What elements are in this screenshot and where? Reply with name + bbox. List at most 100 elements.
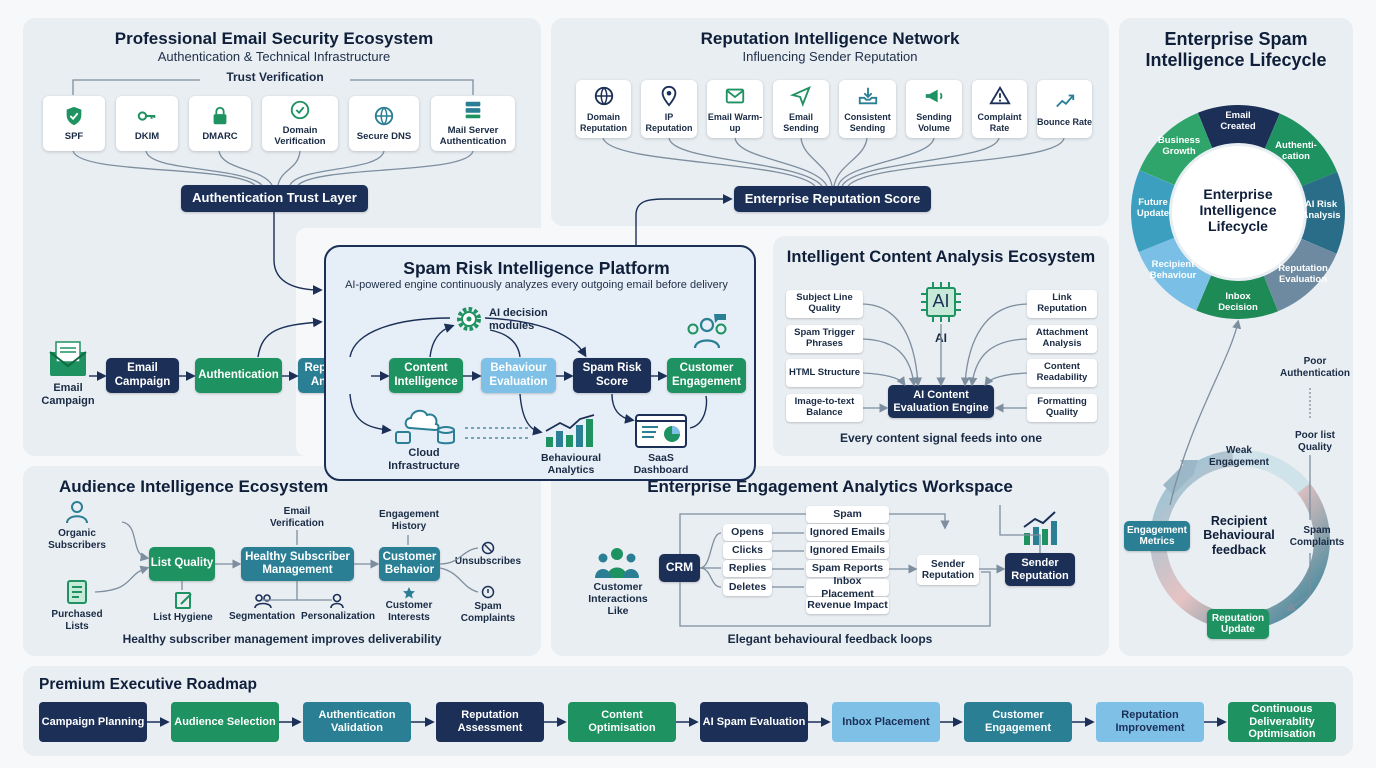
complaint-rate-card[interactable]: Complaint Rate [972, 80, 1027, 138]
email-warmup-card[interactable]: Email Warm-up [707, 80, 763, 138]
ai-content-engine[interactable]: AI Content Evaluation Engine [888, 385, 994, 418]
flow-behaviour-evaluation[interactable]: Behaviour Evaluation [481, 358, 556, 393]
lifecycle-seg-recipient-behaviour: Recipient Behaviour [1149, 259, 1197, 281]
customer-group-icon [595, 548, 639, 578]
engagement-action-deletes[interactable]: Deletes [723, 579, 772, 596]
image-text-card[interactable]: Image-to-text Balance [786, 394, 863, 422]
unsubscribes-label: Unsubscribes [454, 556, 522, 567]
reputation-subtitle: Influencing Sender Reputation [742, 49, 918, 64]
warning-icon [988, 86, 1011, 105]
subject-line-card[interactable]: Subject Line Quality [786, 290, 863, 318]
email-sending-card[interactable]: Email Sending [773, 80, 829, 138]
sender-reputation-card[interactable]: Sender Reputation [917, 555, 979, 585]
customer-behavior-pill[interactable]: Customer Behavior [379, 547, 440, 581]
bounce-rate-card[interactable]: Bounce Rate [1037, 80, 1092, 138]
email-verification-label: Email Verification [270, 506, 324, 529]
roadmap-step-continuous-optimisation[interactable]: Continuous Deliverablity Optimisation [1228, 702, 1336, 742]
engagement-action-opens[interactable]: Opens [723, 524, 772, 541]
html-structure-card[interactable]: HTML Structure [786, 359, 863, 387]
list-hygiene-label: List Hygiene [153, 612, 213, 623]
trend-line-icon [1055, 94, 1074, 108]
secure-dns-label: Secure DNS [356, 130, 412, 142]
platform-subtitle: AI-powered engine continuously analyzes … [345, 279, 728, 291]
spam-complaints-audience-label: Spam Complaints [460, 601, 516, 624]
organic-subscribers-icon [66, 501, 88, 524]
secure-dns-card[interactable]: Secure DNS [349, 96, 419, 151]
roadmap-step-reputation-improvement[interactable]: Reputation Improvement [1096, 702, 1204, 742]
engagement-action-replies[interactable]: Replies [723, 560, 772, 577]
dkim-label: DKIM [134, 130, 160, 142]
lifecycle-seg-inbox-decision: Inbox Decision [1218, 291, 1258, 313]
attachment-analysis-card[interactable]: Attachment Analysis [1027, 325, 1097, 353]
ai-modules-label: AI decision modules [489, 307, 548, 332]
roadmap-step-reputation-assessment[interactable]: Reputation Assessment [436, 702, 544, 742]
consistent-sending-label: Consistent Sending [844, 112, 891, 133]
roadmap-step-audience-selection[interactable]: Audience Selection [171, 702, 279, 742]
cloud-infrastructure-icon [395, 409, 455, 445]
spam-complaints-label: Spam Complaints [1289, 525, 1345, 548]
content-readability-card[interactable]: Content Readability [1027, 359, 1097, 387]
roadmap-step-campaign-planning[interactable]: Campaign Planning [39, 702, 147, 742]
purchased-lists-label: Purchased Lists [51, 609, 103, 632]
segmentation-icon [254, 594, 272, 609]
engagement-spam[interactable]: Spam [806, 506, 889, 523]
bar-chart-icon [545, 414, 595, 447]
behavioural-analytics-label: Behavioural Analytics [540, 452, 602, 477]
lifecycle-ring [1131, 104, 1345, 319]
personalization-icon [330, 593, 344, 609]
lifecycle-seg-ai-risk: AI Risk Analysis [1301, 199, 1341, 221]
email-sending-label: Email Sending [783, 112, 819, 133]
reputation-update-pill[interactable]: Reputation Update [1207, 609, 1269, 639]
flow-content-intelligence[interactable]: Content Intelligence [389, 358, 463, 393]
formatting-quality-card[interactable]: Formatting Quality [1027, 394, 1097, 422]
spam-trigger-card[interactable]: Spam Trigger Phrases [786, 325, 863, 353]
saas-dashboard-label: SaaS Dashboard [633, 452, 689, 477]
domain-reputation-card[interactable]: Domain Reputation [576, 80, 631, 138]
dkim-card[interactable]: DKIM [116, 96, 178, 151]
roadmap-step-ai-spam-evaluation[interactable]: AI Spam Evaluation [700, 702, 808, 742]
sender-reputation-pill[interactable]: Sender Reputation [1005, 553, 1075, 586]
enterprise-reputation-score[interactable]: Enterprise Reputation Score [734, 186, 931, 212]
globe-icon [594, 86, 613, 106]
domain-verification-card[interactable]: Domain Verification [262, 96, 338, 151]
engagement-history-label: Engagement History [378, 509, 439, 532]
email-warmup-label: Email Warm-up [707, 112, 763, 133]
ip-reputation-card[interactable]: IP Reputation [641, 80, 697, 138]
authentication-trust-layer[interactable]: Authentication Trust Layer [181, 185, 368, 212]
consistent-sending-card[interactable]: Consistent Sending [839, 80, 896, 138]
domain-reputation-label: Domain Reputation [580, 112, 627, 133]
lock-icon [213, 106, 227, 124]
security-subtitle: Authentication & Technical Infrastructur… [157, 49, 391, 64]
healthy-subscriber-pill[interactable]: Healthy Subscriber Management [241, 547, 354, 581]
engagement-outcome-spam-reports[interactable]: Spam Reports [806, 560, 889, 577]
envelope-icon [725, 88, 745, 104]
roadmap-step-authentication-validation[interactable]: Authentication Validation [303, 702, 411, 742]
mail-server-card[interactable]: Mail Server Authentication [431, 96, 515, 151]
spf-card[interactable]: SPF [43, 96, 105, 151]
flow-authentication[interactable]: Authentication [195, 358, 282, 393]
roadmap-step-content-optimisation[interactable]: Content Optimisation [568, 702, 676, 742]
customer-interactions-label: Customer Interactions Like [588, 581, 648, 618]
dmarc-card[interactable]: DMARC [189, 96, 251, 151]
flow-email-campaign[interactable]: Email Campaign [106, 358, 179, 393]
flow-spam-risk-score[interactable]: Spam Risk Score [573, 358, 651, 393]
roadmap-step-customer-engagement[interactable]: Customer Engagement [964, 702, 1072, 742]
star-icon [403, 587, 415, 599]
engagement-outcome-inbox[interactable]: Inbox Placement [806, 575, 889, 600]
list-quality-pill[interactable]: List Quality [149, 547, 215, 581]
sending-volume-card[interactable]: Sending Volume [906, 80, 962, 138]
crm-pill[interactable]: CRM [659, 554, 700, 582]
lifecycle-seg-authentication: Authenti-cation [1275, 140, 1317, 162]
mail-server-label: Mail Server Authentication [439, 125, 507, 147]
engagement-outcome-ignored-1[interactable]: Ignored Emails [806, 524, 889, 541]
engagement-outcome-ignored-2[interactable]: Ignored Emails [806, 542, 889, 559]
lifecycle-seg-email-created: Email Created [1220, 110, 1256, 132]
engagement-metrics-pill[interactable]: Engagement Metrics [1124, 521, 1190, 551]
roadmap-step-inbox-placement[interactable]: Inbox Placement [832, 702, 940, 742]
poor-authentication-label: Poor Authentication [1280, 356, 1350, 379]
flow-customer-engagement[interactable]: Customer Engagement [667, 358, 746, 393]
link-reputation-card[interactable]: Link Reputation [1027, 290, 1097, 318]
personalization-label: Personalization [301, 611, 375, 622]
engagement-action-clicks[interactable]: Clicks [723, 542, 772, 559]
engagement-outcome-revenue[interactable]: Revenue Impact [806, 597, 889, 614]
